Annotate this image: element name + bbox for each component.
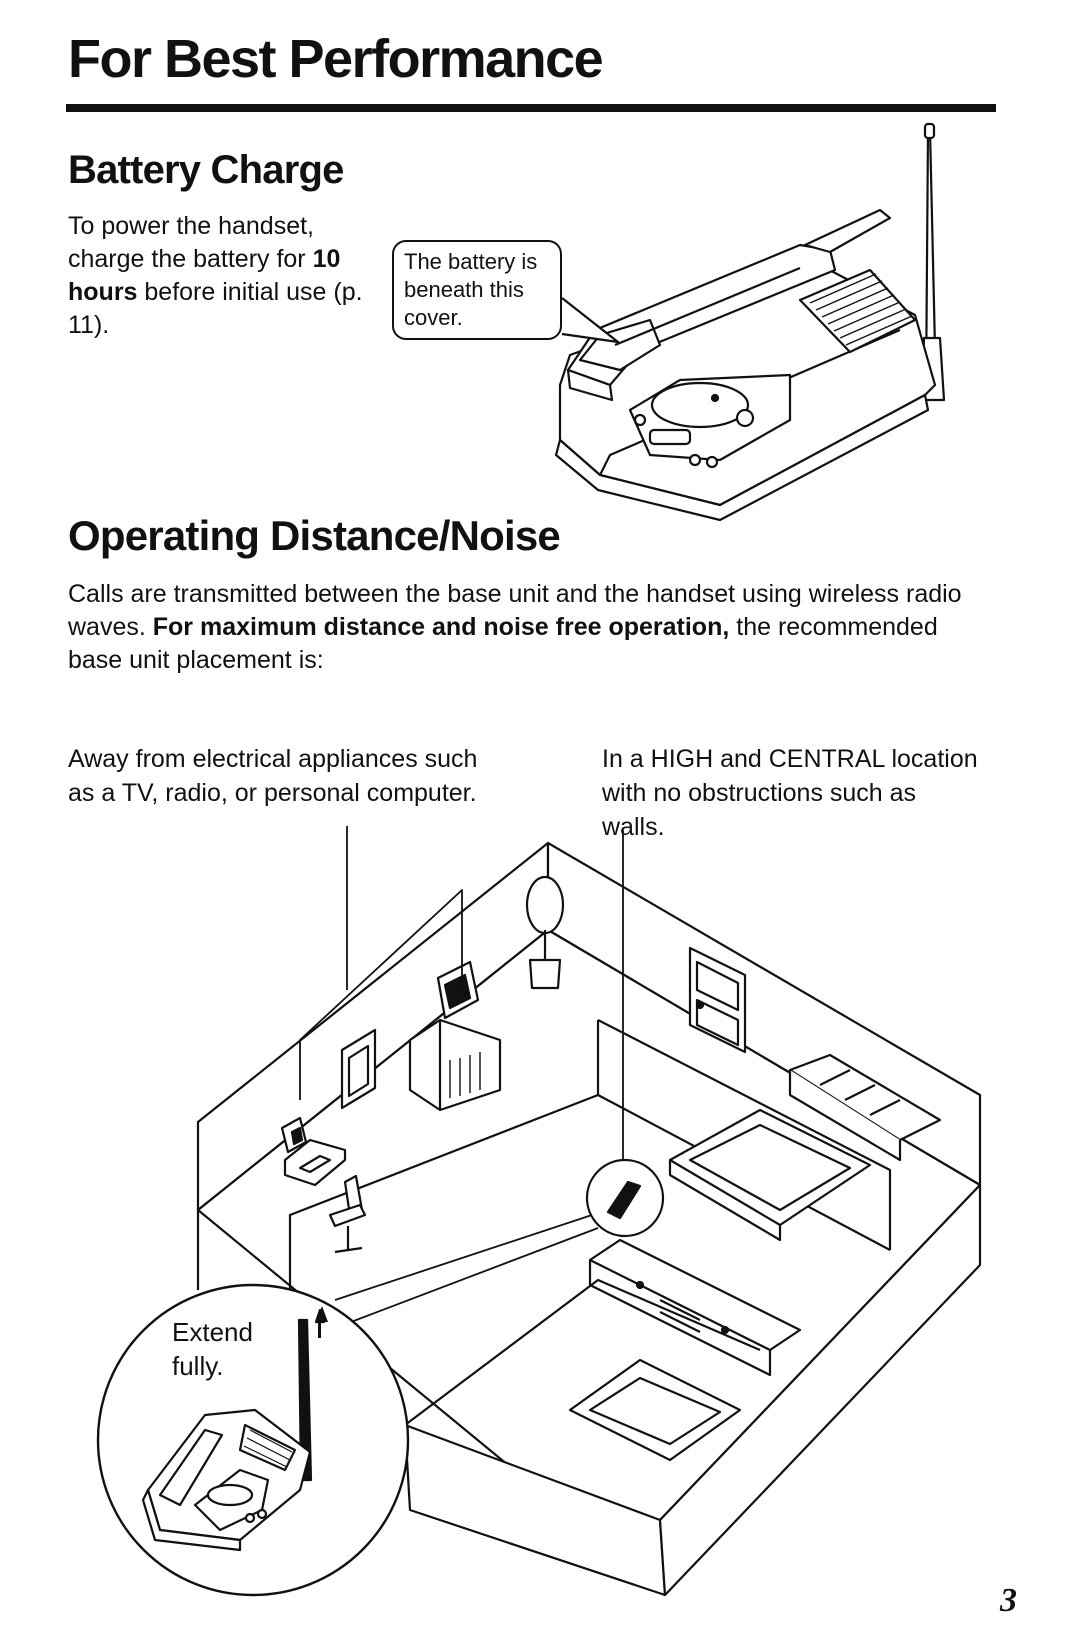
distance-text: Calls are transmitted between the base u…	[68, 578, 968, 677]
antenna-zoom-illustration	[96, 1283, 410, 1597]
battery-text: To power the handset, charge the battery…	[68, 210, 368, 342]
battery-text-part-1: To power the handset, charge the battery…	[68, 212, 314, 273]
battery-heading: Battery Charge	[68, 148, 344, 192]
telephone-base-illustration	[554, 122, 946, 522]
distance-text-bold: For maximum distance and noise free oper…	[152, 613, 730, 641]
distance-text-part-2: the recommended base unit placement is:	[68, 613, 938, 674]
page-number: 3	[1000, 1582, 1017, 1619]
distance-text-part-1: Calls are transmitted between the base u…	[68, 580, 962, 641]
room-illustration	[196, 841, 982, 1597]
battery-cover-callout: The battery is beneath this cover.	[392, 240, 562, 340]
page-title: For Best Performance	[68, 29, 604, 89]
distance-heading: Operating Distance/Noise	[68, 512, 561, 559]
battery-text-part-2: before initial use (p. 11).	[68, 278, 363, 339]
placement-note-high-central: In a HIGH and CENTRAL location with no o…	[602, 745, 978, 841]
battery-text-bold: 10 hours	[68, 245, 341, 306]
title-divider	[66, 104, 996, 112]
extend-antenna-label: Extend fully.	[172, 1317, 253, 1381]
placement-note-appliances: Away from electrical appliances such as …	[68, 745, 478, 807]
pointer-lines	[299, 826, 624, 1331]
